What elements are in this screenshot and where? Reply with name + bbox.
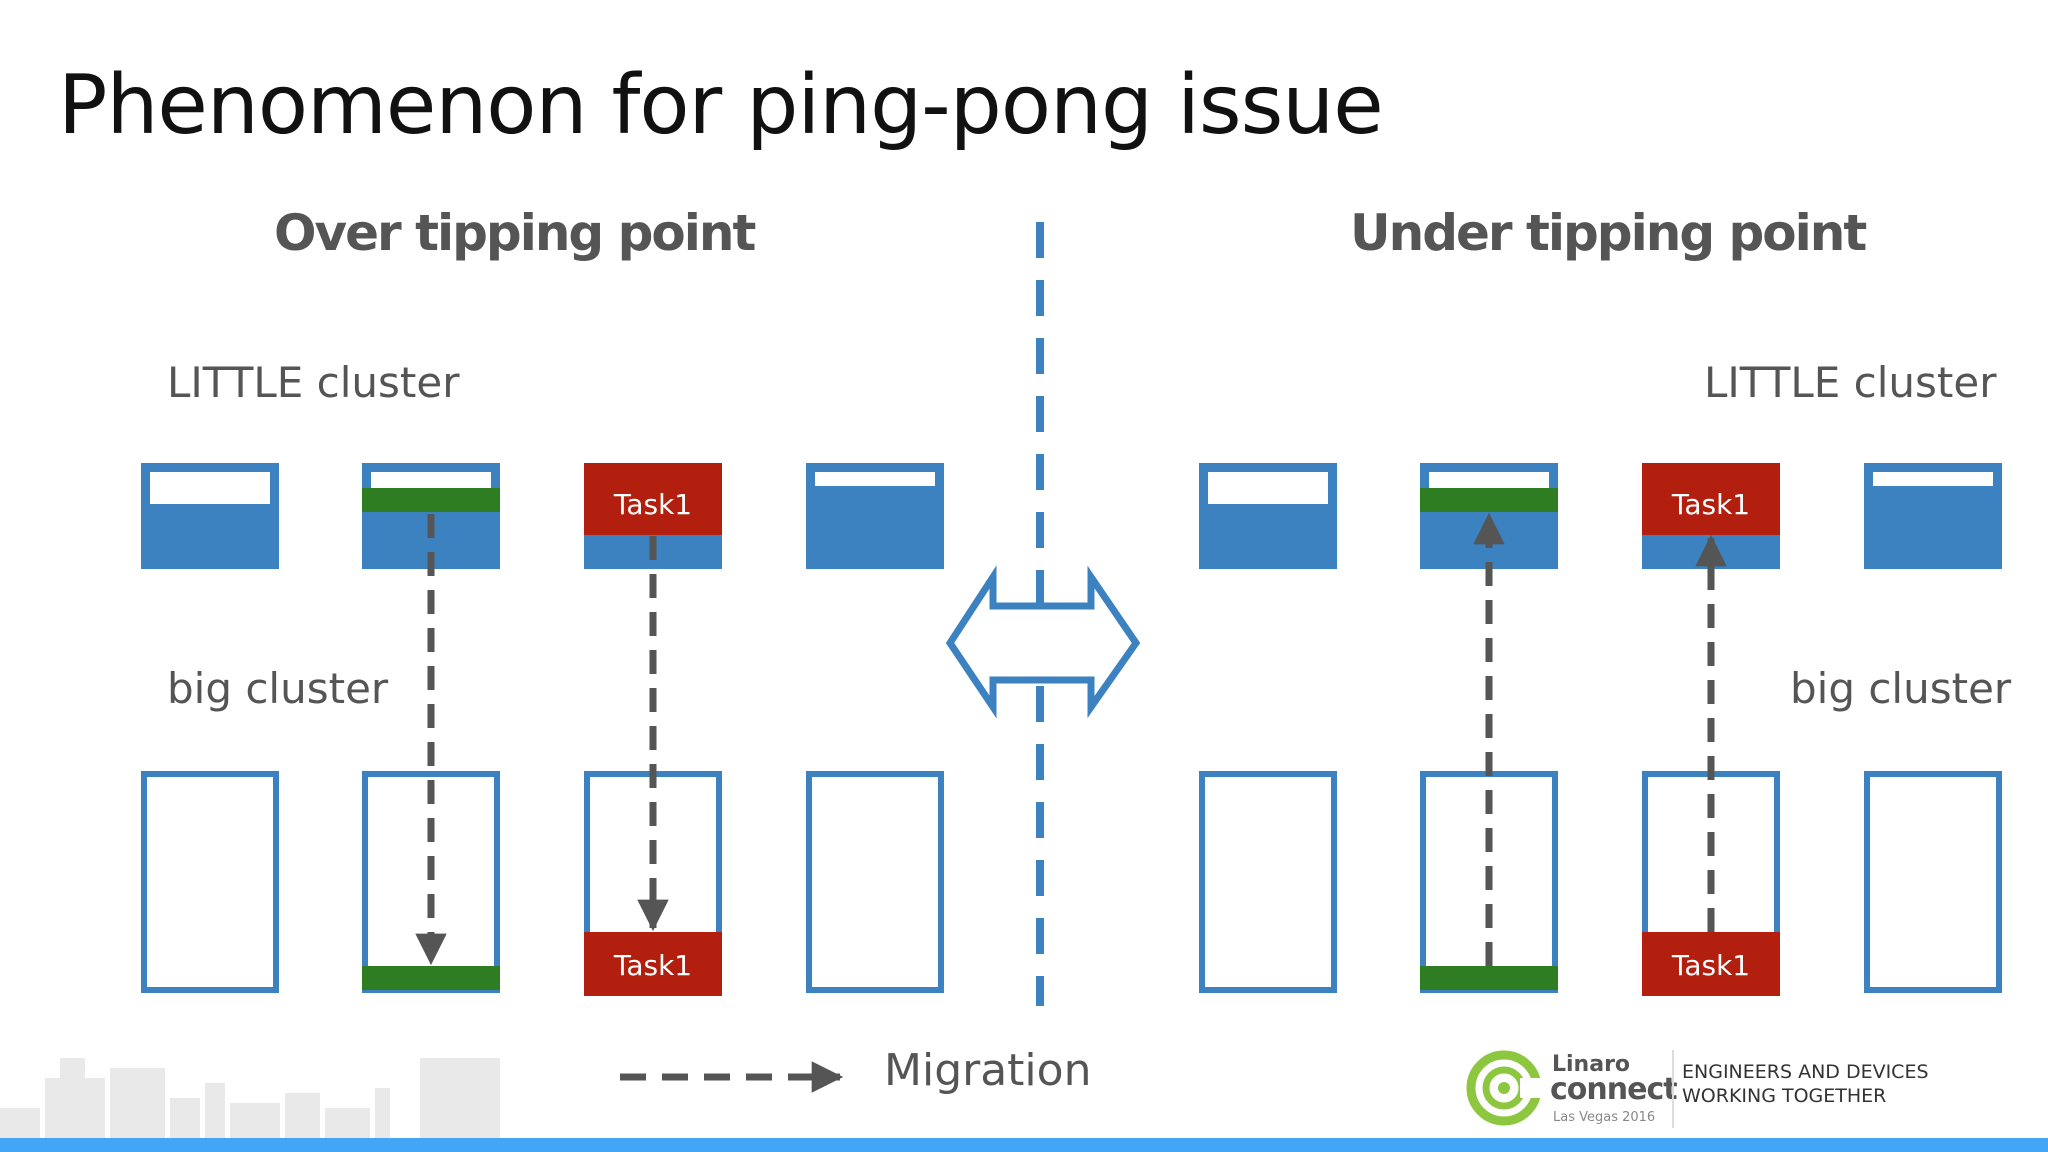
right-heading: Under tipping point [1350, 204, 1867, 262]
bottom-accent-bar [0, 1138, 2048, 1152]
tagline-line-1: ENGINEERS AND DEVICES [1682, 1061, 1929, 1083]
left-big-load-bar [362, 966, 500, 990]
right-little-cpu-3 [1642, 463, 1780, 569]
logo-divider [1672, 1050, 1674, 1128]
right-little-task1-label: Task1 [1671, 488, 1750, 521]
left-big-cpu-4 [806, 771, 944, 993]
right-little-cpu-4 [1864, 463, 2002, 569]
right-big-task1-label: Task1 [1671, 949, 1750, 982]
skyline-watermark [0, 1058, 500, 1138]
left-little-cpu-1 [141, 463, 279, 569]
right-little-cpu-2 [1420, 463, 1558, 569]
left-little-task1-label: Task1 [613, 488, 692, 521]
left-big-task1-label: Task1 [613, 949, 692, 982]
logo-word-linaro: Linaro [1552, 1052, 1631, 1077]
left-little-task1-block [584, 463, 722, 535]
right-big-task1-block [1642, 932, 1780, 996]
left-heading: Over tipping point [274, 204, 756, 262]
tagline-line-2: WORKING TOGETHER [1682, 1085, 1887, 1107]
logo-subtitle: Las Vegas 2016 [1553, 1110, 1656, 1125]
left-big-cpu-1 [141, 771, 279, 993]
logo-word-connect: connect [1550, 1072, 1678, 1107]
linaro-logo-icon [1466, 1050, 1544, 1126]
left-little-cpu-4 [806, 463, 944, 569]
right-little-task1-block [1642, 463, 1780, 535]
left-little-cluster-label: LITTLE cluster [167, 358, 460, 407]
left-little-cpu-2 [362, 463, 500, 569]
right-big-cpu-1 [1199, 771, 1337, 993]
right-big-load-bar [1420, 966, 1558, 990]
left-big-task1-block [584, 932, 722, 996]
linaro-connect-logo: Linaro connect Las Vegas 2016 ENGINEERS … [1464, 1044, 1944, 1134]
right-little-load-bar [1420, 488, 1558, 512]
left-big-cpu-2 [362, 771, 500, 993]
right-big-cluster-label: big cluster [1790, 664, 2012, 713]
slide-title: Phenomenon for ping-pong issue [58, 58, 1384, 153]
double-arrow-icon [945, 565, 1141, 719]
left-little-load-bar [362, 488, 500, 512]
right-little-cluster-label: LITTLE cluster [1704, 358, 1997, 407]
right-little-cpu-1 [1199, 463, 1337, 569]
legend-migration-label: Migration [884, 1045, 1092, 1096]
right-big-cpu-4 [1864, 771, 2002, 993]
left-big-cluster-label: big cluster [167, 664, 389, 713]
